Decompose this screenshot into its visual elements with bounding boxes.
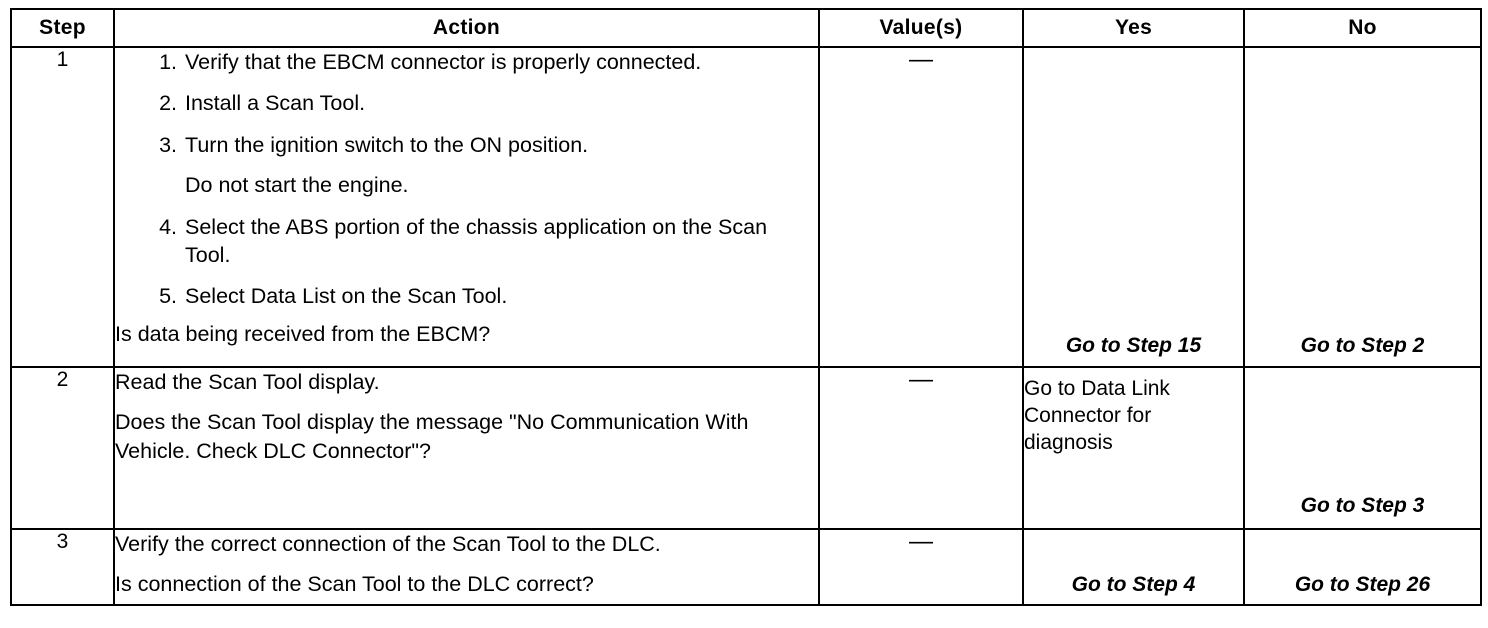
value-cell: —	[818, 528, 1024, 606]
yes-branch-cell: Go to Step 4	[1022, 528, 1245, 606]
step-text: Turn the ignition switch to the ON posit…	[185, 132, 589, 157]
column-header-values: Value(s)	[818, 8, 1024, 48]
step-text: Select the ABS portion of the chassis ap…	[185, 214, 768, 267]
step-number-cell: 3	[10, 528, 115, 606]
list-item: 5. Select Data List on the Scan Tool.	[115, 282, 818, 310]
no-branch-text: Go to Step 3	[1300, 494, 1425, 518]
table-row: 2 Read the Scan Tool display. Does the S…	[10, 366, 1482, 530]
column-header-action: Action	[113, 8, 820, 48]
action-cell: Verify the correct connection of the Sca…	[113, 528, 820, 606]
yes-branch-text: Go to Step 4	[1071, 573, 1196, 597]
yes-branch-text: Go to Step 15	[1065, 334, 1202, 358]
list-item: 1. Verify that the EBCM connector is pro…	[115, 48, 818, 76]
value-cell: —	[818, 46, 1024, 368]
table-header-row: Step Action Value(s) Yes No	[10, 8, 1482, 48]
column-header-step: Step	[10, 8, 115, 48]
yes-branch-cell: Go to Step 15	[1022, 46, 1245, 368]
action-question: Is data being received from the EBCM?	[115, 321, 491, 346]
no-branch-text: Go to Step 2	[1300, 334, 1425, 358]
action-step-list: 1. Verify that the EBCM connector is pro…	[115, 48, 818, 311]
action-line: Verify the correct connection of the Sca…	[115, 532, 661, 556]
no-branch-cell: Go to Step 2	[1243, 46, 1482, 368]
no-branch-cell: Go to Step 3	[1243, 366, 1482, 530]
step-marker: 1.	[159, 50, 177, 74]
list-item: 2. Install a Scan Tool.	[115, 89, 818, 117]
action-line: Read the Scan Tool display.	[115, 370, 380, 394]
step-text: Verify that the EBCM connector is proper…	[185, 50, 702, 74]
action-cell: 1. Verify that the EBCM connector is pro…	[113, 46, 820, 368]
step-number-cell: 2	[10, 366, 115, 530]
step-marker: 3.	[159, 132, 177, 157]
step-marker: 2.	[159, 91, 177, 116]
list-item: 3. Turn the ignition switch to the ON po…	[115, 131, 818, 200]
value-dash: —	[909, 366, 933, 393]
action-question: Does the Scan Tool display the message "…	[115, 410, 749, 463]
value-cell: —	[818, 366, 1024, 530]
step-subtext: Do not start the engine.	[185, 173, 409, 198]
step-text: Install a Scan Tool.	[185, 91, 366, 116]
list-item: 4. Select the ABS portion of the chassis…	[115, 213, 818, 270]
action-question: Is connection of the Scan Tool to the DL…	[115, 572, 594, 597]
step-number-cell: 1	[10, 46, 115, 368]
column-header-yes: Yes	[1022, 8, 1245, 48]
table-row: 3 Verify the correct connection of the S…	[10, 528, 1482, 606]
step-text: Select Data List on the Scan Tool.	[185, 284, 508, 309]
yes-branch-cell: Go to Data Link Connector for diagnosis	[1022, 366, 1245, 530]
step-marker: 4.	[159, 214, 177, 239]
action-cell: Read the Scan Tool display. Does the Sca…	[113, 366, 820, 530]
diagnostic-procedure-table: Step Action Value(s) Yes No 1 1. Verify …	[10, 8, 1482, 606]
no-branch-cell: Go to Step 26	[1243, 528, 1482, 606]
column-header-no: No	[1243, 8, 1482, 48]
step-marker: 5.	[159, 284, 177, 309]
no-branch-text: Go to Step 26	[1294, 573, 1431, 597]
value-dash: —	[909, 528, 933, 555]
yes-branch-text: Go to Data Link Connector for diagnosis	[1024, 377, 1170, 454]
value-dash: —	[909, 46, 933, 73]
table-row: 1 1. Verify that the EBCM connector is p…	[10, 46, 1482, 368]
